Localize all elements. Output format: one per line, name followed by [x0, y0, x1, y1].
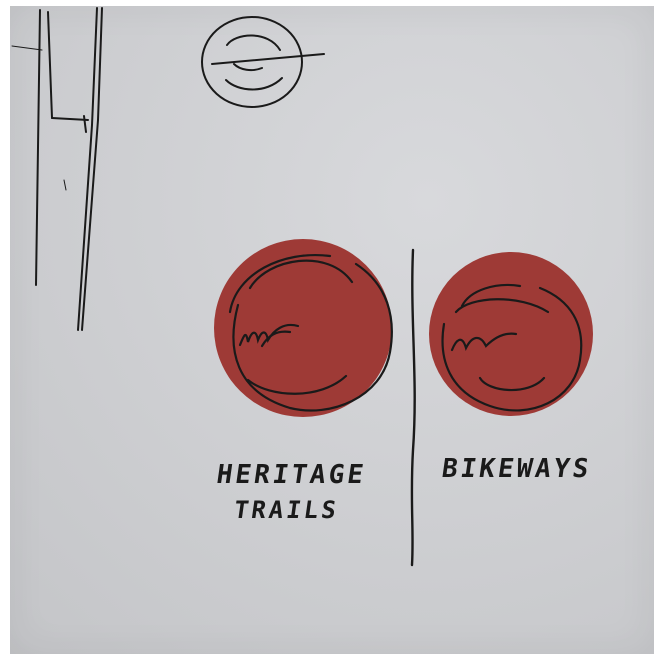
- sketch-circle-logo: [202, 17, 324, 107]
- heritage-trails-badge: [214, 239, 392, 417]
- heritage-trails-label: HERITAGE TRAILS: [180, 462, 398, 522]
- left-edge-lines: [12, 8, 102, 330]
- heritage-label-line2: TRAILS: [180, 498, 393, 522]
- divider-line: [412, 250, 415, 565]
- bikeways-label: BIKEWAYS: [440, 456, 593, 482]
- heritage-label-line1: HERITAGE: [215, 460, 368, 490]
- bikeways-badge: [429, 252, 593, 416]
